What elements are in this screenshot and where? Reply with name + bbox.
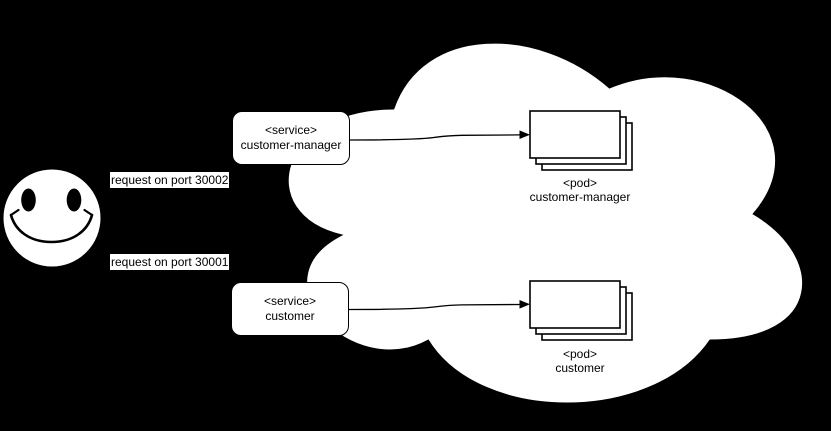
edge-label-text: request on port 30001 xyxy=(111,255,229,269)
service-name: customer xyxy=(265,309,315,323)
service-stereotype: <service> xyxy=(263,294,317,308)
service-stereotype: <service> xyxy=(264,123,318,137)
smiley-right-eye xyxy=(66,188,82,212)
arrow-service-to-pod-customer xyxy=(348,300,530,311)
arrow-line xyxy=(348,303,521,311)
pod-stack-customer-manager xyxy=(529,110,633,171)
pod-stereotype: <pod> xyxy=(562,347,598,361)
arrowhead-icon xyxy=(519,130,530,139)
edge-label-request-port-30001: request on port 30001 xyxy=(110,254,230,270)
edge-label-text: request on port 30002 xyxy=(111,173,229,187)
arrowhead-icon xyxy=(519,300,530,309)
service-node-customer: <service> customer xyxy=(231,282,349,336)
pod-name: customer xyxy=(555,361,605,375)
service-node-customer-manager: <service> customer-manager xyxy=(232,111,350,165)
edge-label-request-port-30002: request on port 30002 xyxy=(110,172,230,188)
smiley-mouth xyxy=(9,213,94,244)
arrow-service-to-pod-customer-manager xyxy=(349,130,530,141)
pod-stack-layer-front xyxy=(529,280,621,329)
pod-stereotype: <pod> xyxy=(562,176,598,190)
smiley-face-icon xyxy=(1,167,103,269)
pod-name: customer-manager xyxy=(529,190,631,204)
smiley-mouth-corner-left xyxy=(9,208,20,217)
smiley-left-eye xyxy=(21,188,36,212)
pod-node-label-customer: <pod> customer xyxy=(490,347,670,375)
cloud-shape xyxy=(287,42,803,404)
smiley-head xyxy=(1,167,103,269)
service-name: customer-manager xyxy=(240,138,342,152)
arrow-line xyxy=(349,134,521,141)
smiley-mouth-corner-right xyxy=(83,208,94,217)
pod-stack-customer xyxy=(529,280,633,341)
pod-stack-layer-front xyxy=(529,110,621,159)
pod-node-label-customer-manager: <pod> customer-manager xyxy=(490,176,670,204)
